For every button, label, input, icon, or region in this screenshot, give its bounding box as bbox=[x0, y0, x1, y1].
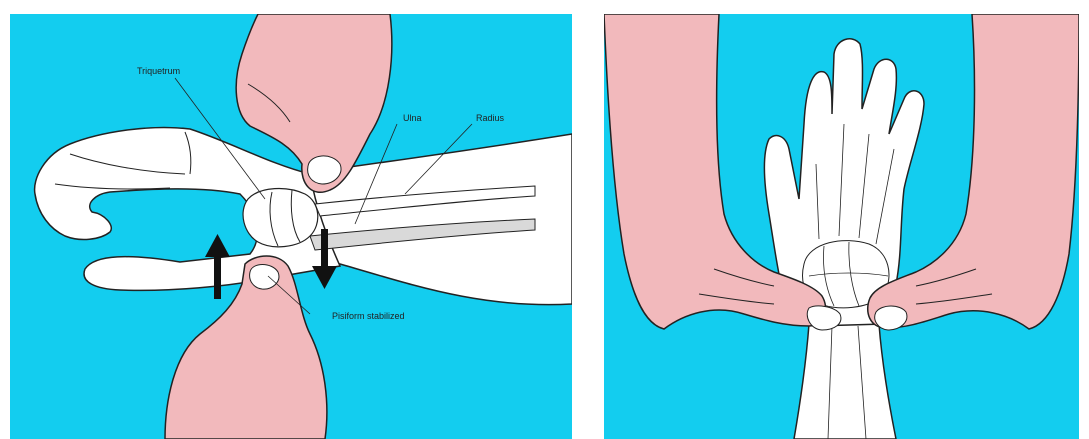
examiner-bottom-thumbnail bbox=[250, 265, 279, 290]
examiner-thumbnail bbox=[308, 156, 341, 184]
label-pisiform: Pisiform stabilized bbox=[332, 311, 405, 321]
left-illustration-panel: Triquetrum Ulna Radius Pisiform stabiliz… bbox=[10, 14, 572, 439]
left-illustration: Triquetrum Ulna Radius Pisiform stabiliz… bbox=[10, 14, 572, 439]
right-illustration bbox=[604, 14, 1079, 439]
label-ulna: Ulna bbox=[403, 113, 422, 123]
carpal-bones bbox=[243, 189, 318, 247]
label-triquetrum: Triquetrum bbox=[137, 66, 180, 76]
label-radius: Radius bbox=[476, 113, 505, 123]
right-illustration-panel bbox=[604, 14, 1079, 439]
patient-forearm bbox=[794, 324, 896, 439]
